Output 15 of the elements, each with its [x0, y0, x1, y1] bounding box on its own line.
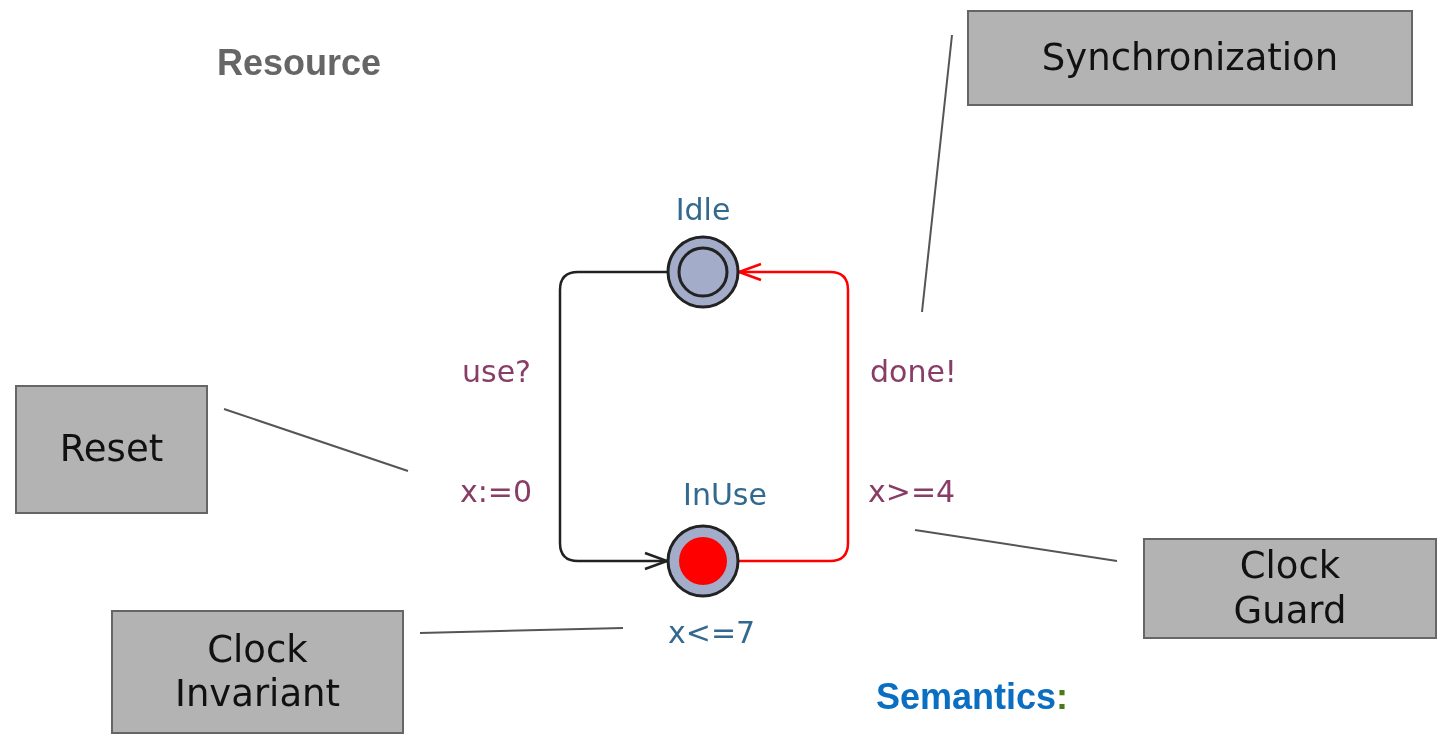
leader-line: [921, 34, 953, 313]
transition-arrow: [737, 262, 850, 563]
state-name: Idle: [675, 192, 731, 227]
section-heading: Semantics:: [876, 676, 1069, 718]
callout-box: Clock Invariant: [111, 610, 404, 734]
transition-arrow: [558, 270, 669, 571]
callout-box: Synchronization: [967, 10, 1413, 106]
leader-line: [914, 529, 1118, 562]
callout-box: Clock Guard: [1143, 538, 1437, 639]
state-name: InUse: [683, 477, 767, 512]
callout-box: Reset: [15, 385, 208, 514]
diagram-title: Resource: [217, 42, 382, 84]
leader-line: [223, 408, 409, 472]
leader-line: [419, 627, 624, 634]
clock-invariant-text: x<=7: [668, 615, 756, 650]
